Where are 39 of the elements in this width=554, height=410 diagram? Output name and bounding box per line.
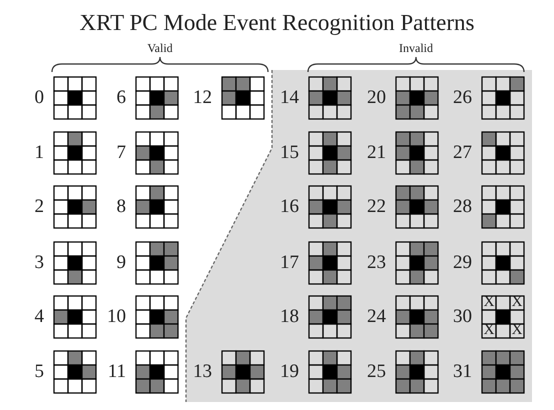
- pattern-number: 18: [279, 307, 299, 327]
- pattern-number: 24: [366, 307, 386, 327]
- cross-mark: X: [510, 323, 524, 338]
- pattern-number: 7: [116, 143, 126, 163]
- pattern-number: 26: [452, 88, 472, 108]
- pattern-number: 10: [106, 307, 126, 327]
- pattern-number: 27: [452, 143, 472, 163]
- pattern-number: 20: [366, 88, 386, 108]
- pattern-number: 28: [452, 197, 472, 217]
- cross-mark: X: [510, 295, 524, 310]
- pattern-number: 14: [279, 88, 299, 108]
- pattern-number: 31: [452, 362, 472, 382]
- pattern-number: 1: [34, 143, 44, 163]
- pattern-number: 13: [192, 362, 212, 382]
- pattern-number: 29: [452, 253, 472, 273]
- pattern-number: 9: [116, 253, 126, 273]
- pattern-number: 2: [34, 197, 44, 217]
- pattern-number: 17: [279, 253, 299, 273]
- pattern-number: 8: [116, 197, 126, 217]
- cross-mark: X: [482, 295, 496, 310]
- pattern-number: 3: [34, 253, 44, 273]
- group-label: Invalid: [398, 41, 434, 56]
- pattern-number: 15: [279, 143, 299, 163]
- pattern-number: 11: [106, 362, 126, 382]
- pattern-number: 5: [34, 362, 44, 382]
- pattern-number: 16: [279, 197, 299, 217]
- group-label: Valid: [146, 41, 174, 56]
- pattern-number: 23: [366, 253, 386, 273]
- pattern-number: 6: [116, 88, 126, 108]
- pattern-number: 22: [366, 197, 386, 217]
- pattern-number: 30: [452, 307, 472, 327]
- pattern-number: 12: [192, 88, 212, 108]
- diagram-title: XRT PC Mode Event Recognition Patterns: [78, 10, 476, 36]
- pattern-number: 4: [34, 307, 44, 327]
- pattern-number: 19: [279, 362, 299, 382]
- pattern-number: 0: [34, 88, 44, 108]
- pattern-number: 25: [366, 362, 386, 382]
- cross-mark: X: [482, 323, 496, 338]
- pattern-number: 21: [366, 143, 386, 163]
